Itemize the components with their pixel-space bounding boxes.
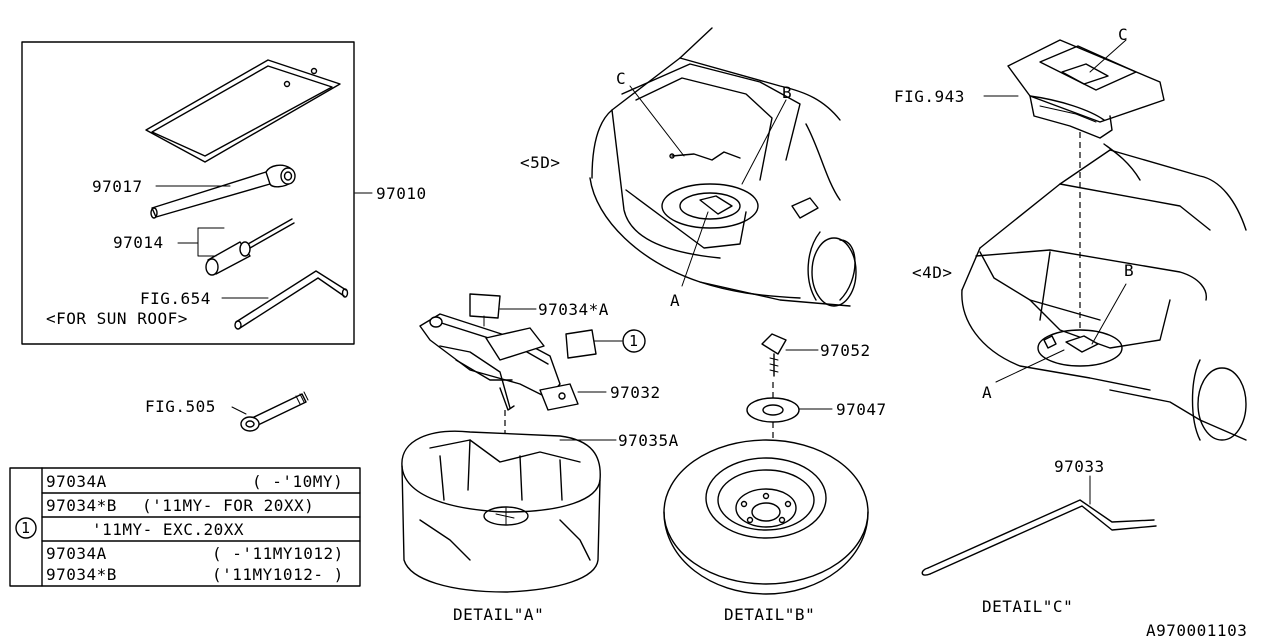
- note-row-2-part: 97034*B: [46, 496, 117, 515]
- jack-label-plates: [469, 293, 646, 359]
- note-row-5-applicability: ('11MY1012- ): [212, 565, 344, 584]
- note-row-4-part: 97034A: [46, 544, 107, 563]
- jack-handle: [921, 475, 1157, 576]
- note-row-3-applicability: '11MY- EXC.20XX: [92, 520, 244, 539]
- tow-hook-bolt: [231, 391, 309, 432]
- five-door-callouts: [629, 85, 787, 287]
- lug-wrench: [150, 164, 296, 219]
- sun-roof-tool: [234, 270, 349, 330]
- jack-tray-label: 97035A: [618, 431, 679, 450]
- four-door-callout-b: B: [1124, 261, 1134, 280]
- tool-kit-box: [21, 41, 355, 345]
- detail-b-label: DETAIL"B": [724, 605, 815, 624]
- diagram-id: A970001103: [1146, 621, 1247, 640]
- note-row-5-part: 97034*B: [46, 565, 117, 584]
- note-table: [9, 467, 361, 587]
- four-door-tag: <4D>: [912, 263, 953, 282]
- five-door-callout-b: B: [782, 83, 792, 102]
- tool-kit-label: 97010: [376, 184, 427, 203]
- tray-lid: [983, 39, 1165, 139]
- hook-bolt-label: FIG.505: [145, 397, 216, 416]
- note-table-ref: 1: [21, 519, 30, 537]
- wrench-label: 97017: [92, 177, 143, 196]
- spare-bolt-label: 97052: [820, 341, 871, 360]
- five-door-callout-c: C: [616, 69, 626, 88]
- five-door-view: [589, 27, 857, 307]
- note-ref-marker: 1: [629, 332, 638, 350]
- spare-washer-label: 97047: [836, 400, 887, 419]
- note-row-1-part: 97034A: [46, 472, 107, 491]
- scissor-jack: [419, 313, 607, 411]
- jack-tray: [401, 430, 617, 593]
- driver-label: 97014: [113, 233, 164, 252]
- lid-callout-c: C: [1118, 25, 1128, 44]
- roof-tool-note: <FOR SUN ROOF>: [46, 309, 188, 328]
- jack-label-part: 97034*A: [538, 300, 609, 319]
- tray-lid-label: FIG.943: [894, 87, 965, 106]
- spare-tire: [663, 439, 869, 595]
- note-row-2-applicability: ('11MY- FOR 20XX): [142, 496, 314, 515]
- detail-c-label: DETAIL"C": [982, 597, 1073, 616]
- five-door-tag: <5D>: [520, 153, 561, 172]
- jack-handle-label: 97033: [1054, 457, 1105, 476]
- roof-tool-label: FIG.654: [140, 289, 211, 308]
- spare-hold-bolt: [761, 333, 819, 377]
- note-row-1-applicability: ( -'10MY): [252, 472, 343, 491]
- jack-label: 97032: [610, 383, 661, 402]
- four-door-callouts: [995, 283, 1127, 383]
- tool-kit-leaders: [155, 185, 373, 299]
- driver-tool: [205, 218, 295, 276]
- four-door-callout-a: A: [982, 383, 992, 402]
- five-door-callout-a: A: [670, 291, 680, 310]
- spare-washer: [746, 397, 833, 423]
- tool-bag: [145, 59, 341, 163]
- detail-a-label: DETAIL"A": [453, 605, 544, 624]
- four-door-view: [961, 143, 1247, 441]
- note-row-4-applicability: ( -'11MY1012): [212, 544, 344, 563]
